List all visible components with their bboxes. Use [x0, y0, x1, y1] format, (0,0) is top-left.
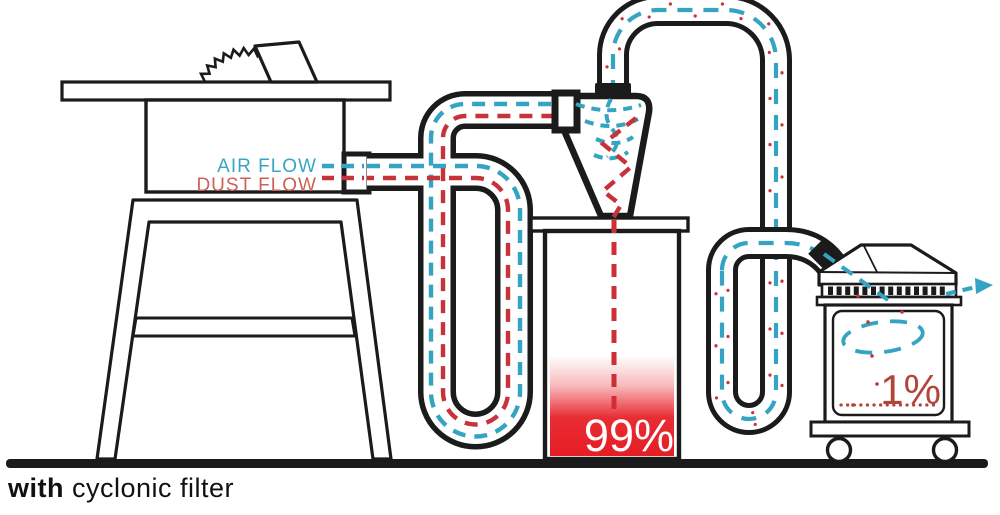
saw-stand-legs	[95, 198, 393, 461]
caption-bold-word: with	[8, 473, 64, 503]
cyclone-inlet-collar	[551, 89, 581, 134]
blade-guard	[253, 40, 319, 84]
diagram-caption: with cyclonic filter	[8, 473, 234, 504]
caption-rest: cyclonic filter	[64, 473, 235, 503]
saw-table-top	[60, 80, 392, 102]
hose1-inner	[367, 96, 566, 444]
exhaust-air-dashes	[945, 284, 977, 297]
cyclone-dust-spiral	[599, 116, 638, 220]
hose2-air-flow-dashes	[610, 7, 779, 422]
cyclone-top-collar	[595, 83, 631, 98]
shop-vacuum: 1%	[809, 243, 993, 464]
vac-percent-value: 1%	[880, 366, 941, 413]
vac-base	[809, 420, 971, 438]
table-saw	[60, 40, 393, 461]
vac-housing-edge	[818, 271, 957, 274]
vac-air-swirl	[841, 319, 925, 355]
dust-port	[341, 151, 372, 195]
vac-wheel-left	[825, 436, 853, 464]
dust-collection-bin: 99%	[529, 216, 690, 462]
dust-flow-label: DUST FLOW	[196, 175, 317, 196]
vac-wheel-right	[931, 436, 959, 464]
hose1-dust-flow-dashes	[367, 113, 566, 427]
hose1-air-flow-dashes	[367, 101, 566, 439]
saw-cabinet	[144, 98, 346, 194]
flow-legend: AIR FLOW DUST FLOW	[196, 156, 364, 196]
bin-percent-value: 99%	[584, 410, 674, 461]
hose1-outer	[367, 91, 566, 450]
air-flow-label: AIR FLOW	[217, 156, 317, 177]
hose-cyclone-to-vac	[597, 0, 845, 435]
exhaust-arrow-icon	[975, 278, 993, 294]
ground-line	[6, 459, 988, 468]
hose-saw-to-cyclone	[367, 91, 566, 450]
saw-stand-crossbar	[131, 316, 357, 338]
vac-vent-slots	[828, 286, 945, 295]
cyclone-separator	[551, 83, 653, 220]
vac-housing-crease	[863, 245, 878, 273]
vac-body-inner	[831, 309, 946, 417]
